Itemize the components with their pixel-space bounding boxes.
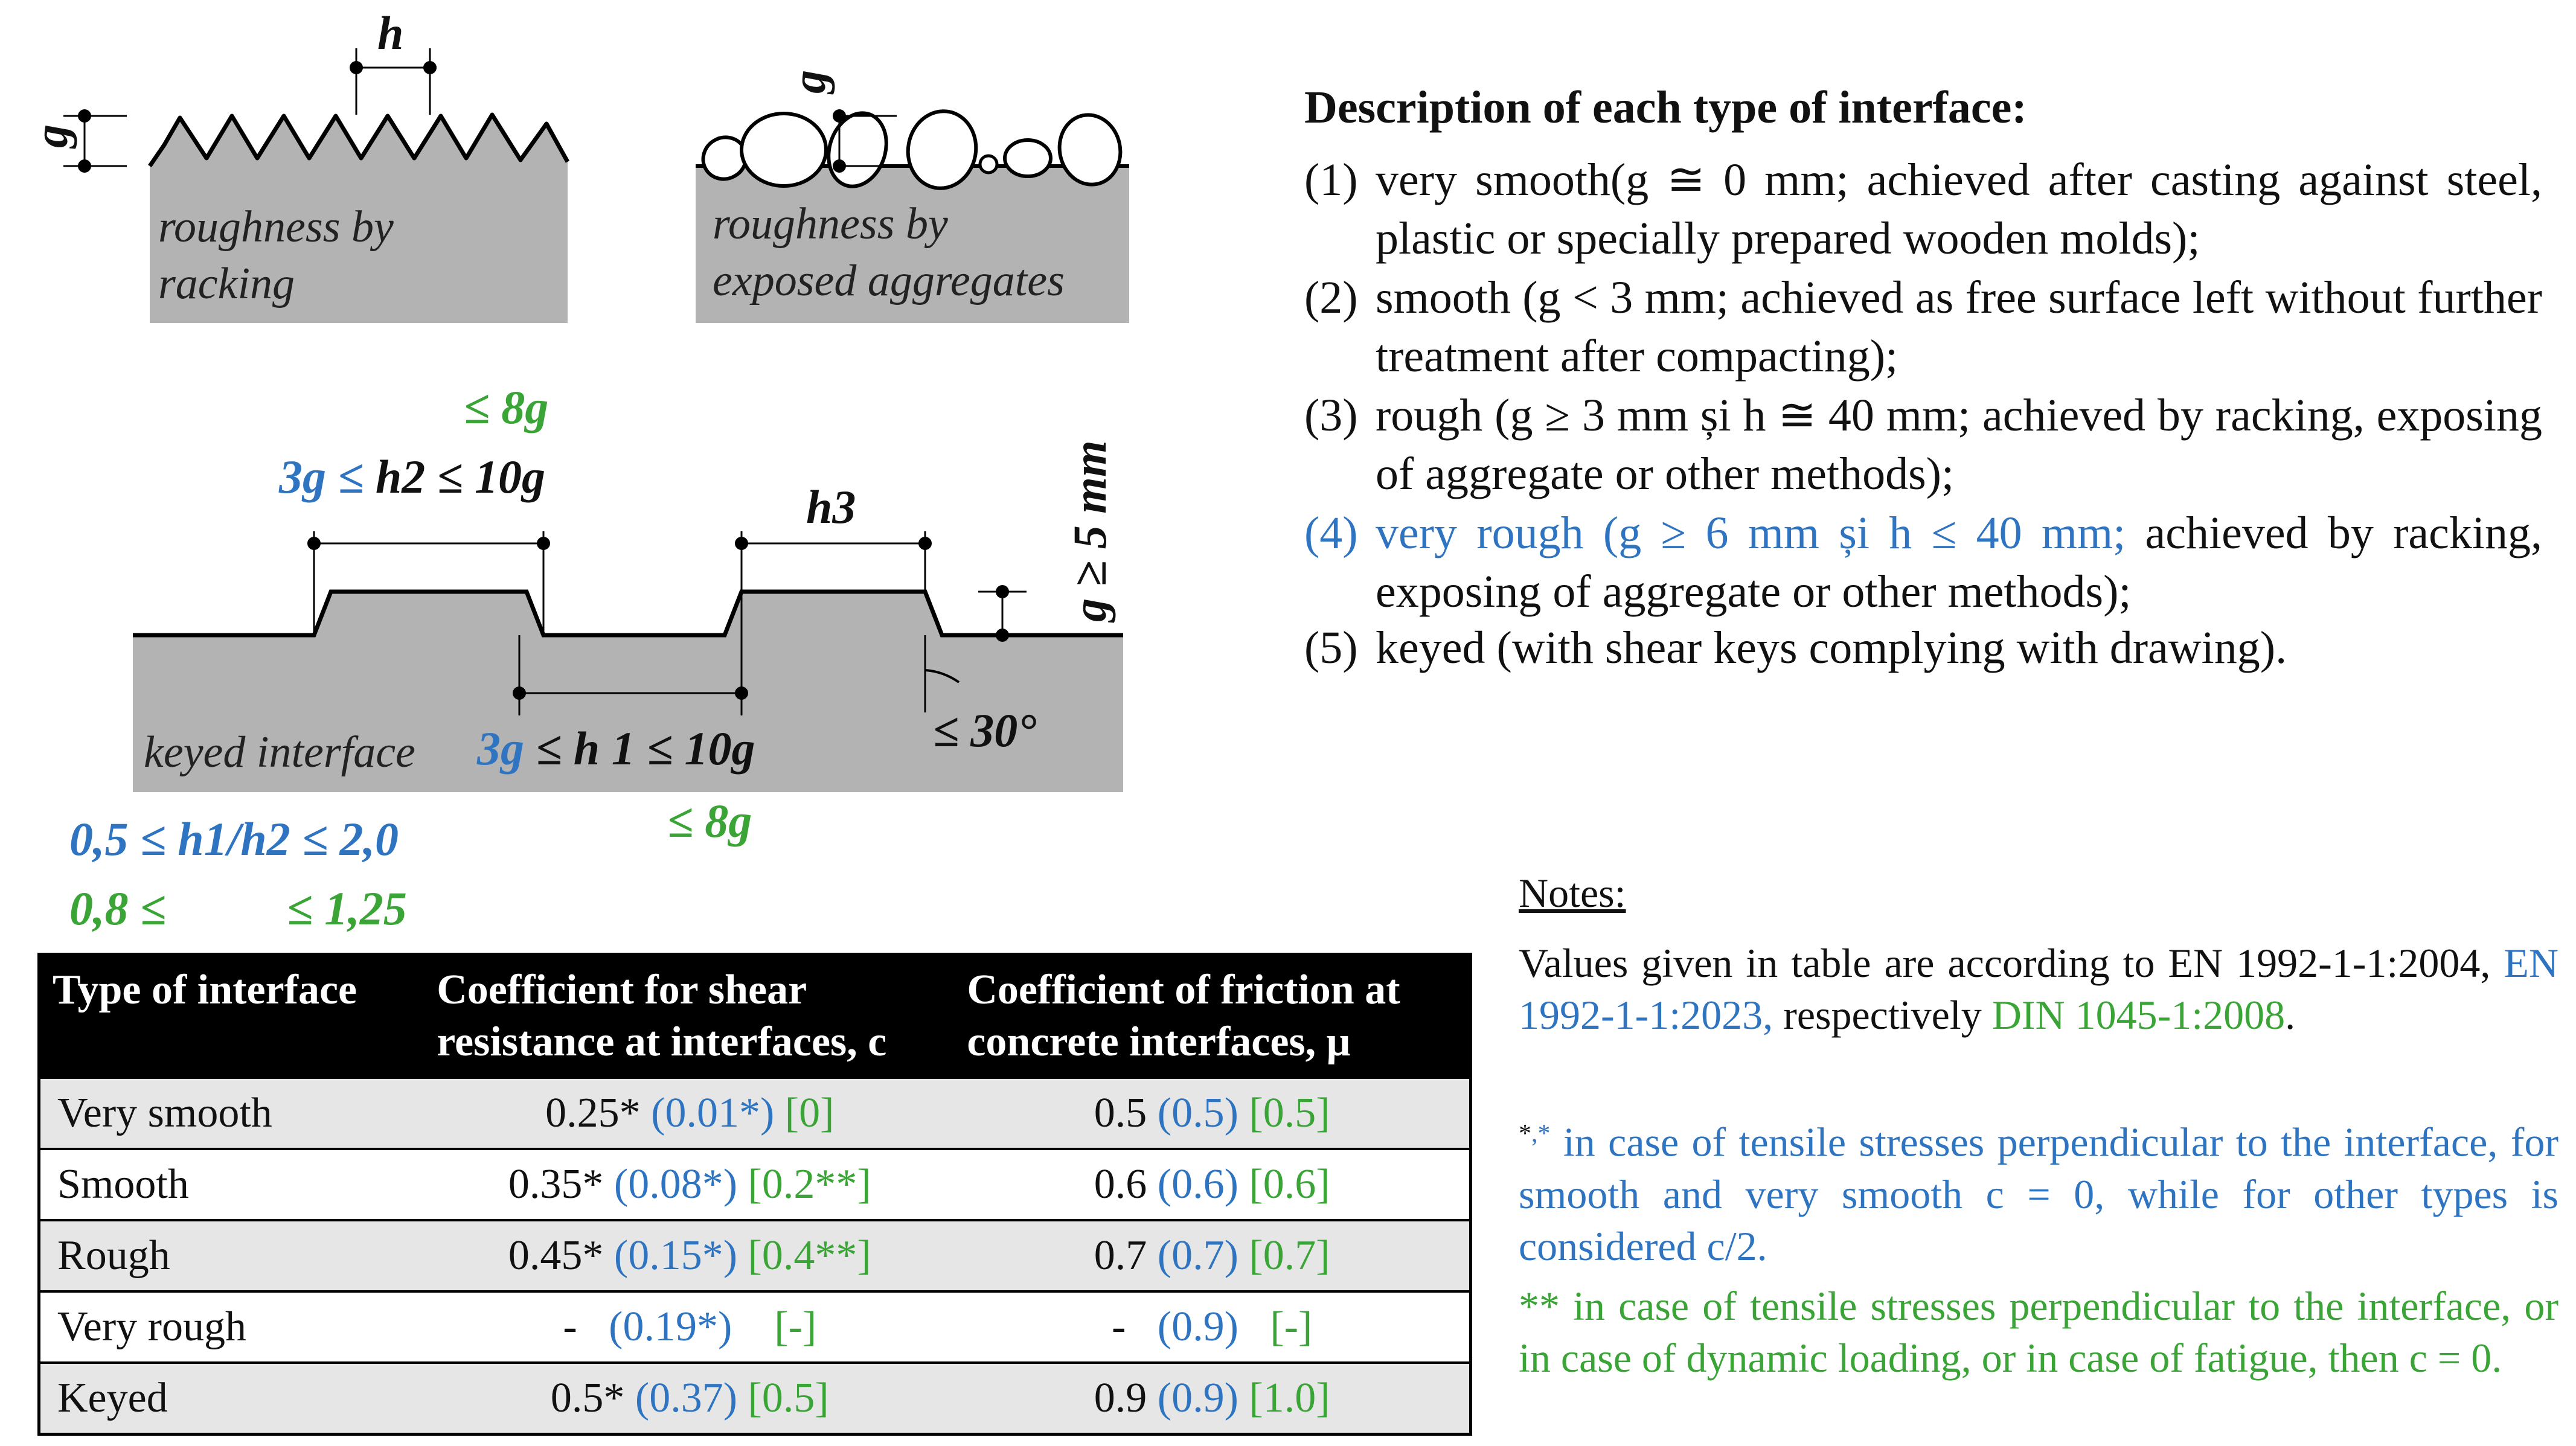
row-type: Very smooth xyxy=(39,1077,425,1149)
row-c: 0.5* (0.37) [0.5] xyxy=(425,1361,955,1434)
row-c: 0.35* (0.08*) [0.2**] xyxy=(425,1148,955,1220)
ratio-green-left: 0,8 ≤ xyxy=(69,882,166,935)
row-type: Very rough xyxy=(39,1290,425,1363)
header-c: Coefficient for shear resistance at inte… xyxy=(425,954,955,1078)
row-mu: 0.7 (0.7) [0.7] xyxy=(955,1219,1471,1291)
note-single-star: *,* in case of tensile stresses perpendi… xyxy=(1519,1119,2558,1269)
angle-label: ≤ 30° xyxy=(933,704,1037,757)
table-row: Keyed 0.5* (0.37) [0.5] 0.9 (0.9) [1.0] xyxy=(39,1361,1471,1434)
table-header-row: Type of interface Coefficient for shear … xyxy=(39,954,1471,1078)
description-item-5: (5) keyed (with shear keys complying wit… xyxy=(1304,622,2287,673)
row-type: Rough xyxy=(39,1219,425,1291)
h3-symbol: h3 xyxy=(806,481,856,533)
ratio-green-right: ≤ 1,25 xyxy=(287,882,407,935)
g-min-5mm: g ≥ 5 mm xyxy=(1063,440,1116,622)
keyed-label: keyed interface xyxy=(144,728,415,777)
row-type: Smooth xyxy=(39,1148,425,1220)
le-8g-bottom: ≤ 8g xyxy=(667,795,752,847)
notes-title: Notes: xyxy=(1519,870,1626,916)
header-type: Type of interface xyxy=(39,954,425,1078)
row-c: 0.45* (0.15*) [0.4**] xyxy=(425,1219,955,1291)
row-mu: 0.9 (0.9) [1.0] xyxy=(955,1361,1471,1434)
description-item-4: (4) very rough (g ≥ 6 mm și h ≤ 40 mm; a… xyxy=(1304,508,2543,617)
note-sources: Values given in table are according to E… xyxy=(1519,940,2558,1038)
h2-constraint: 3g ≤ h2 ≤ 10g xyxy=(279,450,546,503)
g-symbol-racking: g xyxy=(25,124,77,148)
description-item-1: (1) very smooth(g ≅ 0 mm; achieved after… xyxy=(1304,155,2542,264)
interface-figures xyxy=(63,48,1129,792)
note-double-star: ** in case of tensile stresses perpendic… xyxy=(1519,1283,2558,1381)
table-row: Rough 0.45* (0.15*) [0.4**] 0.7 (0.7) [0… xyxy=(39,1219,1471,1291)
aggregates-diagram xyxy=(696,109,1129,323)
description-item-3: (3) rough (g ≥ 3 mm și h ≅ 40 mm; achiev… xyxy=(1304,390,2542,499)
row-mu: 0.6 (0.6) [0.6] xyxy=(955,1148,1471,1220)
row-c: 0.25* (0.01*) [0] xyxy=(425,1077,955,1149)
table-row: Very smooth 0.25* (0.01*) [0] 0.5 (0.5) … xyxy=(39,1077,1471,1149)
row-c: - (0.19*) [-] xyxy=(425,1290,955,1363)
g-symbol-aggregates: g xyxy=(783,70,835,94)
description-item-2: (2) smooth (g < 3 mm; achieved as free s… xyxy=(1304,272,2542,382)
row-type: Keyed xyxy=(39,1361,425,1434)
row-mu: - (0.9) [-] xyxy=(955,1290,1471,1363)
h1-constraint: 3g ≤ h 1 ≤ 10g xyxy=(477,722,755,775)
row-mu: 0.5 (0.5) [0.5] xyxy=(955,1077,1471,1149)
table-row: Smooth 0.35* (0.08*) [0.2**] 0.6 (0.6) [… xyxy=(39,1148,1471,1220)
ratio-blue: 0,5 ≤ h1/h2 ≤ 2,0 xyxy=(69,813,399,865)
header-mu: Coefficient of friction at concrete inte… xyxy=(955,954,1471,1078)
racking-diagram xyxy=(63,48,570,323)
interface-coefficients-table: Type of interface Coefficient for shear … xyxy=(37,953,1472,1436)
le-8g-top: ≤ 8g xyxy=(464,381,549,433)
description-title: Description of each type of interface: xyxy=(1304,82,2027,133)
keyed-diagram xyxy=(133,531,1123,792)
table-row: Very rough - (0.19*) [-] - (0.9) [-] xyxy=(39,1290,1471,1363)
h-symbol: h xyxy=(377,7,404,59)
